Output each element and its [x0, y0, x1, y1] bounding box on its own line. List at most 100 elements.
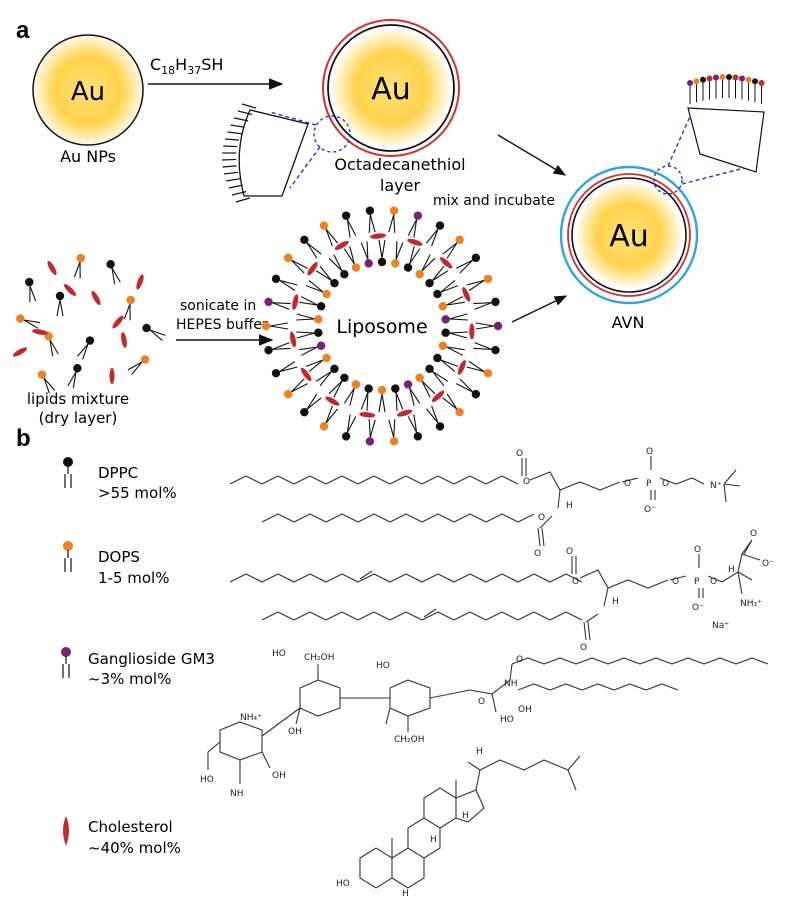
zoom-circle: [313, 115, 351, 153]
svg-text:H: H: [566, 501, 573, 511]
lipid-molecule: [271, 274, 298, 291]
lipid-molecule: [283, 253, 308, 274]
legend-lipid-icon: [61, 647, 71, 678]
cholesterol-molecule: [121, 332, 127, 348]
thiol-tail: [221, 158, 237, 161]
lipid-molecule: [343, 380, 361, 406]
lipid-molecule: [341, 414, 357, 441]
lipid-molecule: [391, 384, 404, 411]
svg-text:O: O: [672, 577, 679, 587]
svg-text:O: O: [538, 513, 545, 523]
lipid-molecule: [693, 78, 700, 103]
svg-text:H: H: [728, 565, 735, 575]
lipid-molecule: [315, 265, 339, 288]
svg-text:NH₄⁺: NH₄⁺: [240, 713, 262, 723]
au-thiol-coated: Au: [322, 19, 460, 157]
lipid-molecule: [360, 241, 373, 268]
avn-membrane-zoom: [687, 74, 765, 173]
lipid-molecule: [296, 328, 323, 339]
cholesterol-molecule: [289, 331, 297, 348]
liposome-caption: Liposome: [336, 316, 427, 338]
zoom-connector: [269, 111, 317, 126]
lipid-molecule: [296, 313, 323, 324]
cholesterol-molecule: [109, 368, 115, 384]
layer-caption: Octadecanethiol: [334, 155, 465, 174]
lipid-molecule: [726, 74, 732, 99]
lipid-molecule: [365, 206, 376, 233]
lipid-molecule: [388, 419, 399, 446]
svg-text:OH: OH: [272, 771, 286, 781]
gm3-amount: ~3% mol%: [88, 670, 171, 688]
cholesterol-molecule: [112, 315, 124, 329]
cholesterol-structure: HO H H H H: [336, 747, 581, 899]
thiol-tail: [223, 171, 239, 175]
dppc-name: DPPC: [98, 464, 138, 482]
lipid-molecule: [264, 297, 291, 310]
svg-text:NH: NH: [504, 679, 518, 689]
lipid-molecule: [752, 78, 758, 103]
svg-text:NH: NH: [230, 789, 244, 799]
lipid-molecule: [407, 414, 423, 441]
avn-caption: AVN: [612, 313, 645, 332]
thiol-tail: [227, 131, 242, 135]
thiol-tail: [223, 145, 238, 148]
svg-text:O: O: [580, 643, 587, 653]
lipid-molecule: [415, 254, 436, 279]
lipid-molecule: [433, 353, 459, 373]
cholesterol-amount: ~40% mol%: [88, 839, 181, 857]
lipid-molecule: [319, 221, 339, 247]
lipid-molecule: [687, 80, 693, 104]
zoom-circle: [653, 165, 683, 195]
lipid-molecule: [55, 291, 65, 317]
cholesterol-molecule: [300, 367, 312, 382]
cholesterol-molecule: [307, 262, 318, 276]
cholesterol-molecule: [325, 396, 340, 406]
au-symbol: Au: [609, 219, 649, 254]
cholesterol-molecule: [32, 329, 48, 335]
avn-particle: Au: [559, 165, 699, 305]
panel-b-label: b: [16, 425, 31, 452]
lipid-molecule: [745, 76, 752, 101]
lipid-molecule: [343, 246, 361, 272]
au-symbol: Au: [71, 77, 105, 107]
svg-text:NH₃⁺: NH₃⁺: [740, 599, 762, 609]
cholesterol-molecule: [396, 409, 413, 417]
acyl-chain: [261, 611, 583, 621]
mix-caption: mix and incubate: [433, 193, 555, 209]
legend-lipid-icon: [63, 541, 73, 572]
svg-text:O: O: [516, 449, 523, 459]
lipid-molecule: [16, 314, 41, 329]
svg-text:O: O: [534, 549, 541, 559]
svg-text:O: O: [624, 479, 631, 489]
svg-text:HO: HO: [376, 661, 390, 671]
svg-text:Na⁺: Na⁺: [712, 621, 729, 631]
svg-text:HO: HO: [500, 715, 514, 725]
svg-text:O: O: [572, 577, 579, 587]
lipid-molecule: [300, 235, 322, 259]
svg-text:O⁻: O⁻: [644, 505, 656, 515]
lipid-molecule: [328, 254, 349, 279]
reagent-formula: C18H37SH: [150, 55, 223, 77]
acyl-chain: [511, 657, 769, 665]
lipid-molecule: [300, 393, 322, 417]
lipids-mixture: [12, 253, 166, 394]
lipid-molecule: [425, 221, 445, 247]
lipid-molecule: [732, 74, 739, 99]
cholesterol-molecule: [370, 233, 386, 239]
lipid-molecule: [37, 370, 56, 394]
acyl-chain: [229, 573, 583, 583]
lipid-molecule: [305, 279, 331, 299]
svg-text:O: O: [662, 479, 669, 489]
sonicate-caption: sonicate in: [180, 298, 256, 314]
cholesterol-molecule: [439, 257, 453, 269]
lipid-molecule: [473, 297, 500, 310]
thiol-tail: [235, 197, 250, 203]
cholesterol-molecule: [47, 260, 57, 276]
thiol-tail: [234, 117, 249, 122]
svg-text:CH₂OH: CH₂OH: [304, 653, 335, 663]
lipid-molecule: [299, 296, 326, 311]
double-bond: [359, 570, 373, 580]
au-nanoparticle: Au: [32, 34, 144, 146]
cholesterol-name: Cholesterol: [88, 818, 173, 836]
